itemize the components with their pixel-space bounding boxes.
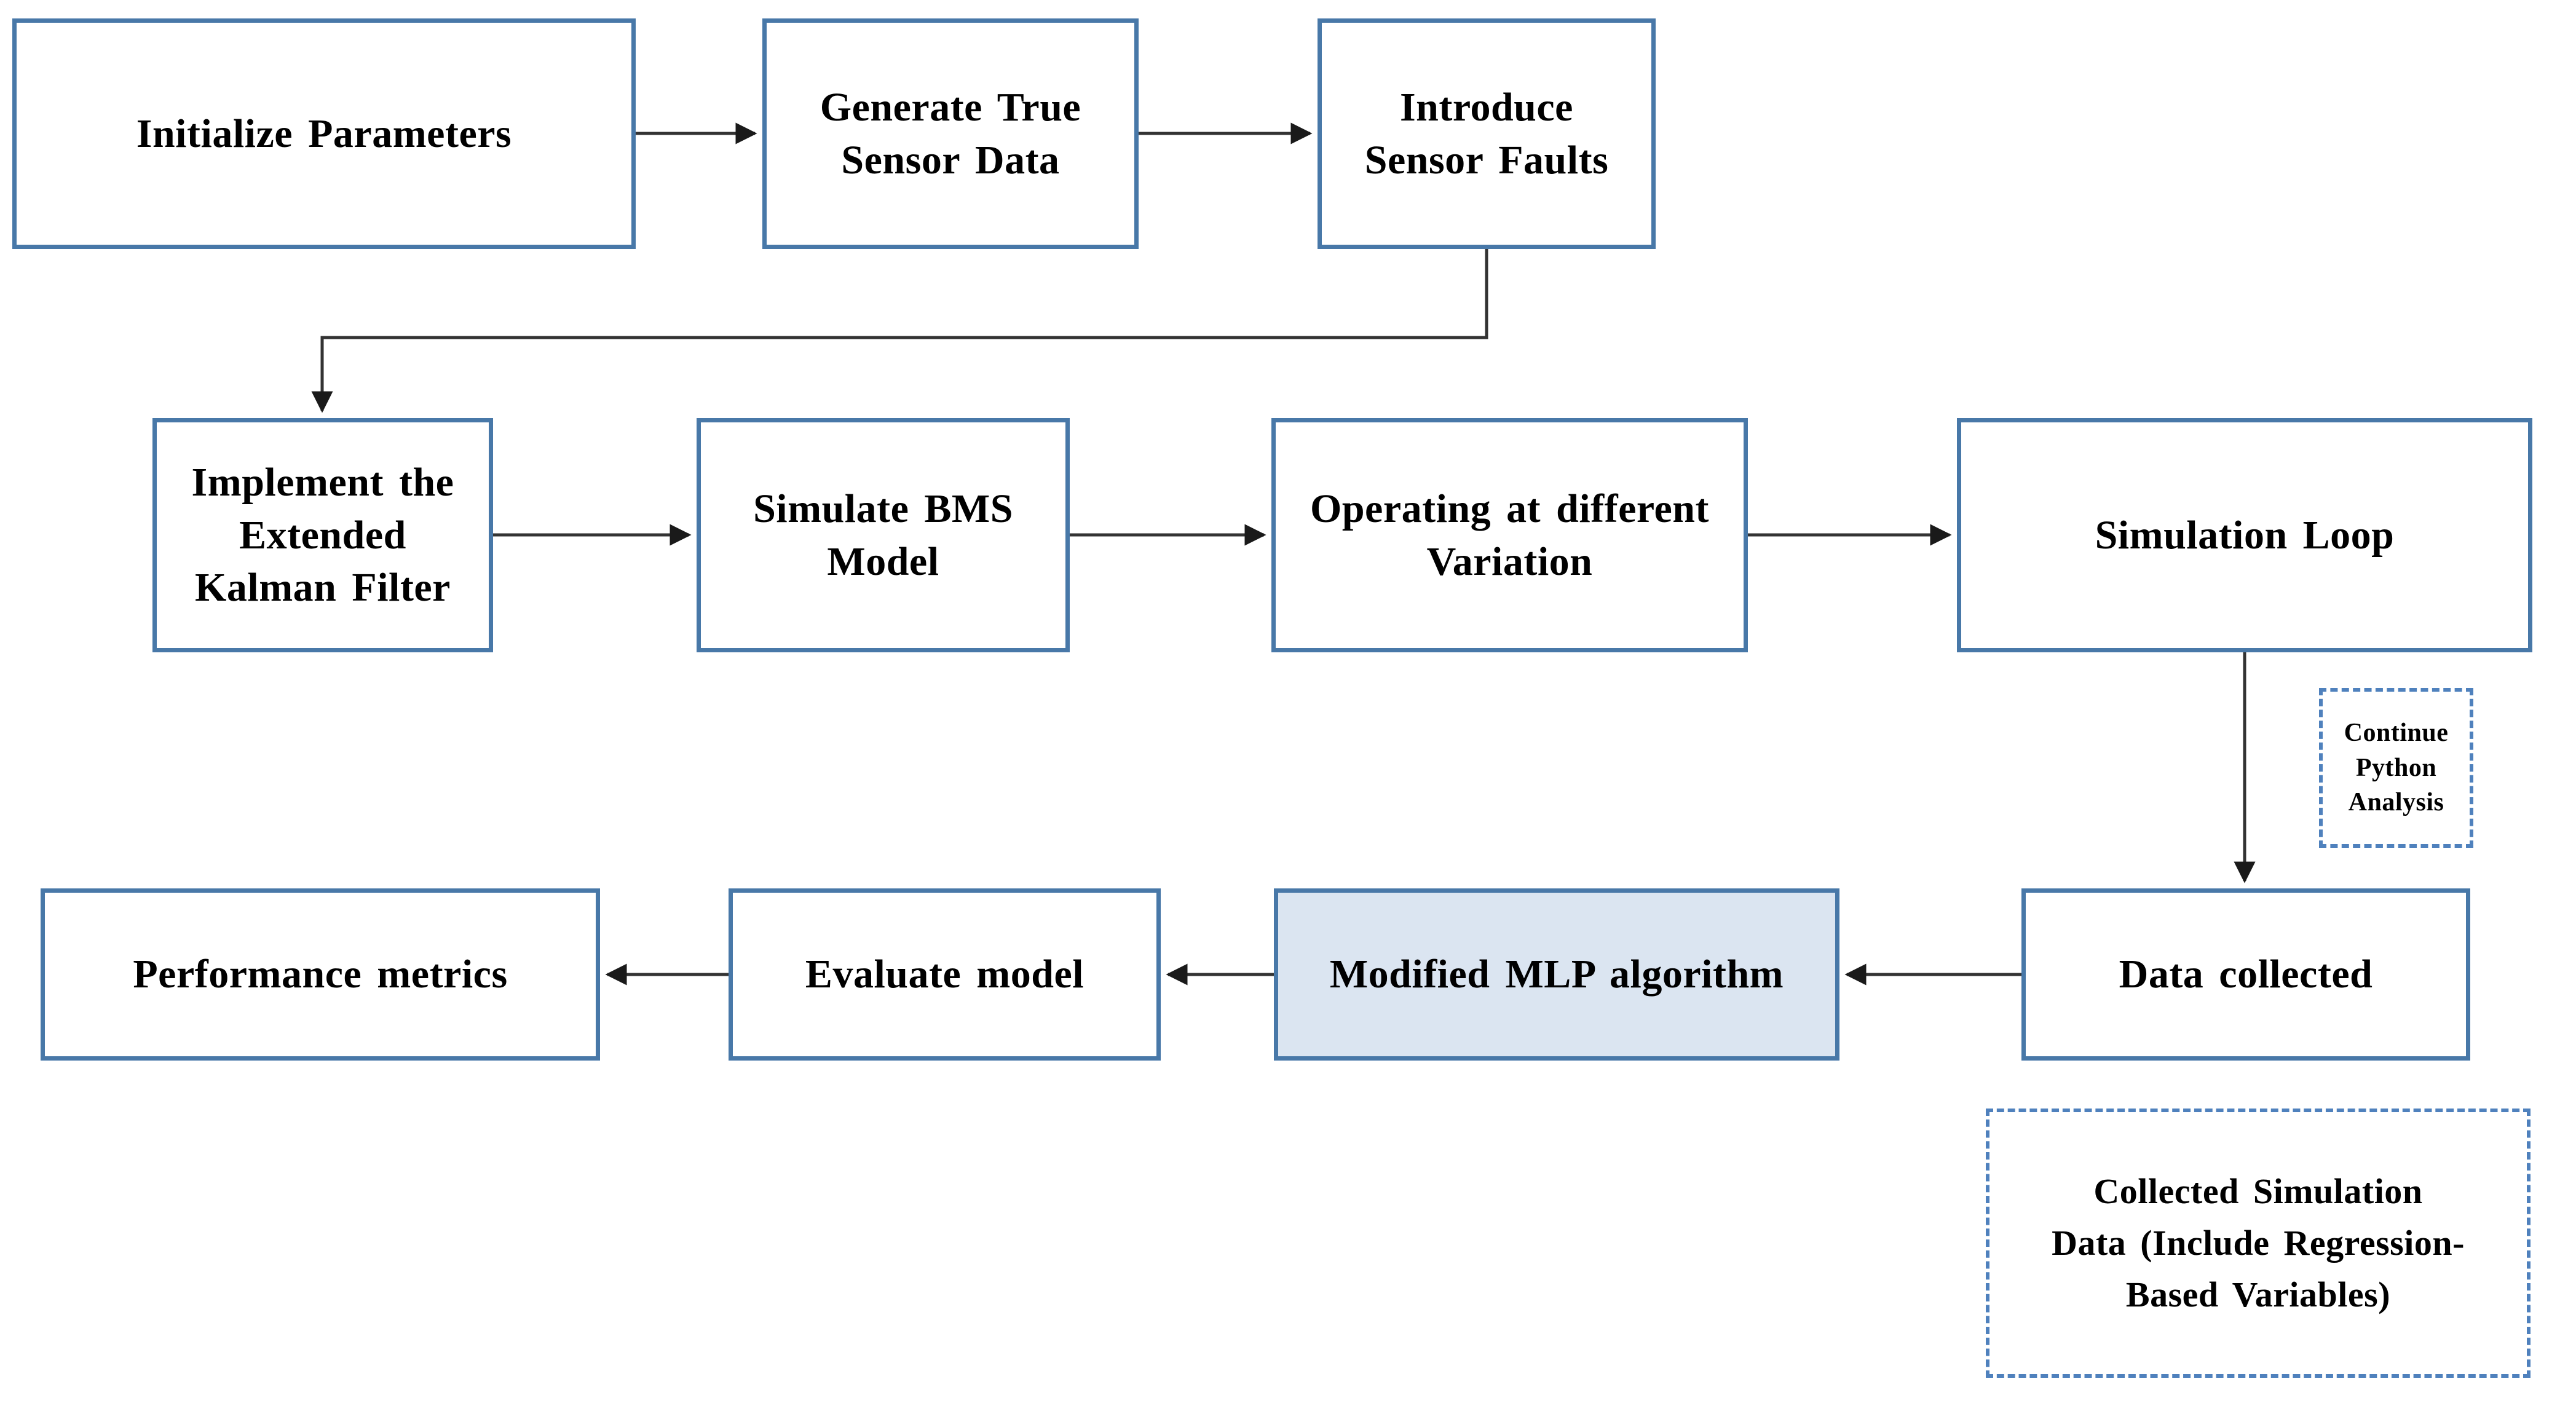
arrow-intro-to-ekf-elbow [311, 249, 1488, 413]
node-implement-extended-kalman-filter: Implement the Extended Kalman Filter [152, 418, 493, 652]
node-data-collected-label: Data collected [2119, 952, 2373, 997]
node-continue-python-analysis-label: Continue Python Analysis [2344, 718, 2449, 817]
node-operating-at-different-variation-label: Operating at different Variation [1310, 486, 1709, 584]
node-collected-simulation-data-label: Collected Simulation Data (Include Regre… [2052, 1171, 2465, 1315]
node-initialize-parameters: Initialize Parameters [12, 18, 636, 249]
node-simulate-bms-model-label: Simulate BMS Model [753, 486, 1013, 584]
node-simulate-bms-model: Simulate BMS Model [697, 418, 1070, 652]
node-collected-simulation-data: Collected Simulation Data (Include Regre… [1986, 1109, 2531, 1378]
node-performance-metrics: Performance metrics [41, 888, 600, 1061]
node-initialize-parameters-label: Initialize Parameters [136, 111, 512, 156]
node-generate-true-sensor-data-label: Generate True Sensor Data [820, 84, 1081, 183]
node-data-collected: Data collected [2021, 888, 2470, 1061]
node-modified-mlp-algorithm-label: Modified MLP algorithm [1329, 952, 1784, 997]
node-introduce-sensor-faults: Introduce Sensor Faults [1318, 18, 1656, 249]
node-evaluate-model-label: Evaluate model [805, 952, 1085, 997]
node-continue-python-analysis: Continue Python Analysis [2319, 688, 2473, 848]
node-evaluate-model: Evaluate model [729, 888, 1161, 1061]
node-simulation-loop-label: Simulation Loop [2095, 512, 2395, 558]
node-performance-metrics-label: Performance metrics [133, 952, 508, 997]
node-introduce-sensor-faults-label: Introduce Sensor Faults [1364, 84, 1609, 183]
node-generate-true-sensor-data: Generate True Sensor Data [762, 18, 1139, 249]
node-operating-at-different-variation: Operating at different Variation [1271, 418, 1748, 652]
node-modified-mlp-algorithm: Modified MLP algorithm [1274, 888, 1839, 1061]
node-implement-extended-kalman-filter-label: Implement the Extended Kalman Filter [191, 459, 454, 611]
node-simulation-loop: Simulation Loop [1957, 418, 2532, 652]
